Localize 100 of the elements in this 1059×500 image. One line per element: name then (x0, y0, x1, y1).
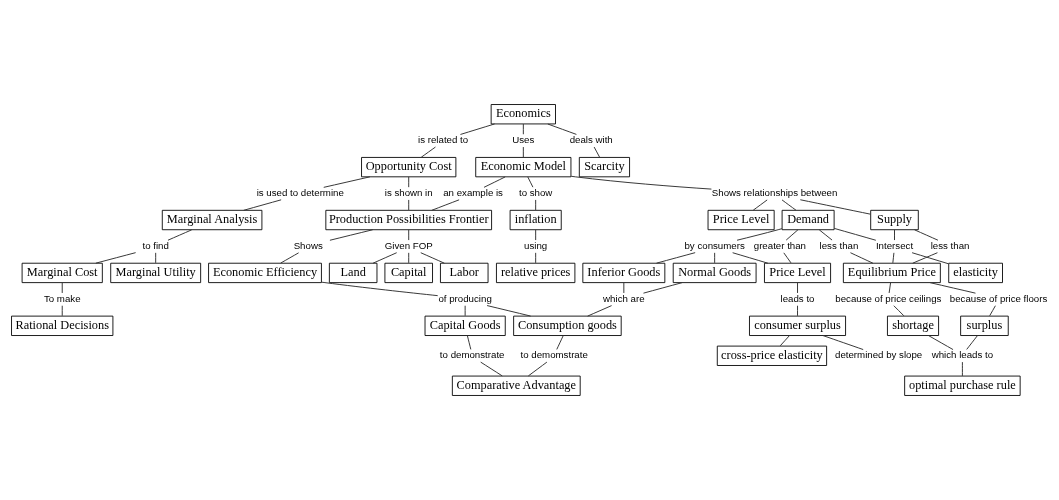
node-text: to demonstrate (439, 349, 505, 361)
connector (459, 123, 496, 135)
connector (464, 305, 466, 317)
node-box: Economics (490, 104, 556, 125)
connector (420, 252, 445, 264)
node-box: inflation (509, 209, 562, 231)
connector (656, 252, 696, 264)
connector (556, 335, 564, 350)
connector (914, 229, 939, 241)
node-text: which are (603, 292, 645, 304)
connector (431, 199, 460, 211)
connector (480, 361, 503, 377)
node-box: surplus (960, 315, 1009, 336)
node-box: Opportunity Cost (361, 157, 457, 178)
connector (966, 335, 978, 350)
node-box: Economic Efficiency (208, 262, 322, 284)
node-text: of producing (438, 292, 492, 304)
node-box: Capital (384, 262, 433, 284)
node-box: Normal Goods (672, 262, 757, 284)
node-text: Given FOP (384, 239, 433, 251)
connector (167, 229, 193, 241)
connector (321, 281, 439, 297)
connector (486, 305, 532, 317)
node-text: deals with (569, 134, 613, 146)
node-text: is used to determine (256, 187, 344, 199)
connector (527, 361, 548, 377)
connector (833, 227, 877, 241)
node-text: Shows (293, 239, 323, 251)
connector (892, 252, 895, 264)
connector (888, 282, 892, 294)
node-text: by consumers (684, 239, 745, 251)
connector (535, 229, 537, 241)
node-box: Scarcity (578, 157, 630, 178)
connector (781, 199, 797, 211)
node-box: Land (328, 262, 378, 284)
node-text: an example is (443, 187, 503, 199)
connector (329, 229, 374, 241)
connector (280, 252, 300, 264)
connector (643, 282, 683, 294)
connector (535, 199, 537, 211)
node-box: optimal purchase rule (904, 375, 1021, 396)
connector (752, 199, 768, 211)
connector (535, 252, 537, 264)
node-box: Demand (781, 209, 835, 231)
node-box: Production Possibilities Frontier (325, 209, 493, 231)
connector (912, 252, 938, 264)
node-text: less than (819, 239, 859, 251)
connector (420, 146, 436, 158)
connector (593, 146, 601, 158)
connector (243, 199, 282, 211)
connector (797, 305, 798, 317)
connector (961, 361, 963, 377)
connector (522, 123, 524, 135)
node-text: leads to (780, 292, 815, 304)
connector (408, 176, 410, 188)
node-box: consumer surplus (749, 315, 846, 336)
node-text: greater than (753, 239, 807, 251)
node-box: Marginal Cost (21, 262, 103, 284)
connector (785, 229, 799, 241)
connector (155, 252, 157, 264)
node-box: Inferior Goods (582, 262, 666, 284)
connector (736, 228, 783, 241)
node-text: Intersect (875, 239, 914, 251)
connector (989, 305, 996, 317)
node-text: is related to (418, 134, 469, 146)
connector (483, 176, 506, 188)
node-box: Comparative Advantage (451, 375, 581, 396)
connector (61, 305, 63, 317)
node-text: because of price floors (949, 292, 1048, 304)
connector (61, 282, 63, 294)
connector (779, 335, 790, 347)
node-text: to show (518, 187, 553, 199)
node-text: to demomstrate (520, 349, 588, 361)
connector (587, 305, 613, 317)
node-box: Equilibrium Price (842, 262, 941, 284)
node-box: Rational Decisions (11, 315, 114, 336)
connector (570, 175, 712, 190)
connector (911, 252, 949, 265)
connector (547, 123, 577, 135)
connector (527, 176, 534, 188)
node-box: Supply (870, 209, 919, 231)
node-text: Shows relationships between (711, 187, 838, 199)
connector (372, 252, 398, 264)
node-box: shortage (887, 315, 940, 336)
connector (893, 305, 905, 317)
node-box: Economic Model (475, 157, 572, 178)
node-text: less than (930, 239, 970, 251)
node-text: which leads to (931, 349, 994, 361)
node-box: Price Level (707, 209, 775, 231)
connector (783, 252, 792, 264)
connector (95, 252, 137, 264)
connector (894, 229, 895, 241)
node-box: Capital Goods (424, 315, 506, 336)
node-box: Consumption goods (513, 315, 622, 336)
node-text: To make (43, 292, 81, 304)
connector (408, 199, 410, 211)
connector (818, 229, 833, 241)
node-box: cross-price elasticity (716, 345, 828, 366)
connector (822, 335, 864, 351)
connector (849, 252, 874, 264)
